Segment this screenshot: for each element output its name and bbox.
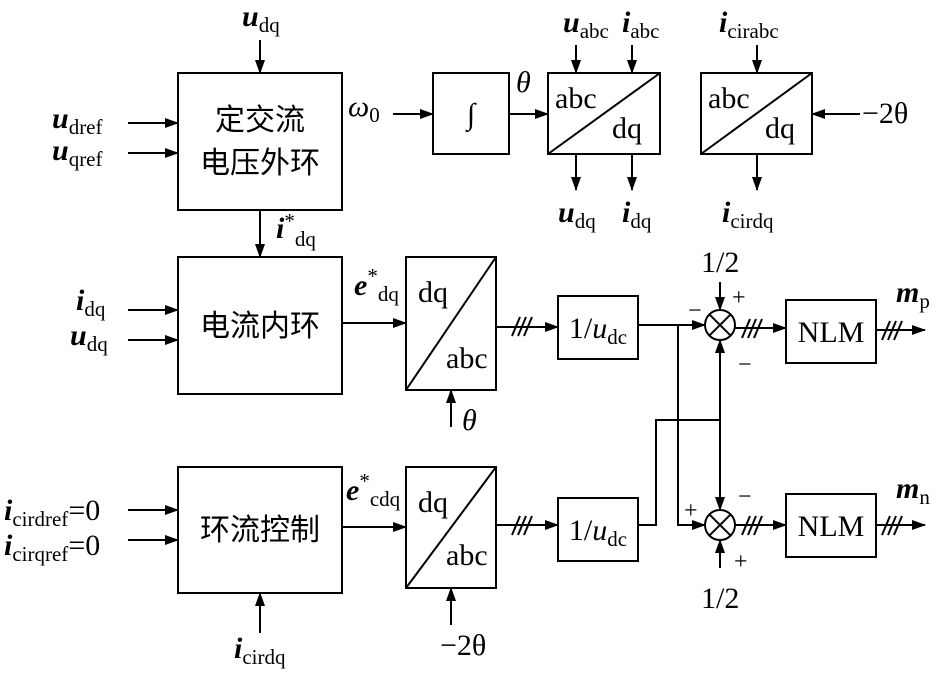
sign-upper-top-plus: + — [732, 285, 746, 311]
label-m-p: mp — [896, 276, 930, 313]
nlm-lower-block: NLM — [785, 493, 877, 558]
circ-control-label: 环流控制 — [200, 513, 320, 548]
circulating-current-control-block: 环流控制 — [177, 466, 343, 594]
summing-junction-lower — [704, 509, 736, 541]
bus-marker-upper-3 — [881, 320, 903, 341]
label-i-dq-in: idq — [76, 284, 106, 321]
label-u-qref: uqref — [52, 134, 103, 171]
bus-marker-lower-2 — [741, 515, 763, 536]
label-u-abc: uabc — [563, 6, 609, 43]
nlm-lower-label: NLM — [798, 510, 865, 543]
gain-lower-block: 1/udc — [557, 497, 639, 562]
dq-abc-upper-top-label: dq — [418, 276, 448, 309]
label-m-n: mn — [896, 472, 930, 509]
dq-abc-transform-upper-block: dq abc — [405, 256, 497, 391]
circ-abc-dq-transform-block: abc dq — [700, 72, 813, 155]
sign-upper-left-minus: − — [688, 298, 702, 324]
dq-abc-lower-top-label: dq — [418, 486, 448, 519]
abc-dq-top-label: abc — [555, 82, 597, 115]
gain-lower-label: 1/udc — [569, 514, 627, 551]
label-e-star-cdq: e*cdq — [346, 469, 401, 511]
summing-junction-upper — [704, 309, 736, 341]
abc-dq-bottom-label: dq — [612, 112, 642, 145]
dq-abc-lower-bottom-label: abc — [446, 539, 488, 572]
label-i-cirqref: icirqref=0 — [4, 529, 100, 566]
integrator-symbol: ∫ — [465, 98, 477, 133]
voltage-outer-loop-block: 定交流 电压外环 — [177, 72, 343, 211]
label-u-dq-out: udq — [558, 196, 596, 233]
label-i-cirdq-in: icirdq — [234, 632, 286, 669]
current-inner-loop-block: 电流内环 — [177, 256, 343, 395]
nlm-upper-label: NLM — [798, 316, 865, 349]
gain-upper-block: 1/udc — [557, 295, 639, 360]
label-half-top: 1/2 — [701, 246, 739, 279]
label-theta: θ — [516, 66, 531, 99]
signal-lines — [128, 40, 926, 633]
sign-lower-bottom-plus: + — [734, 549, 748, 575]
label-theta-feedback: θ — [462, 404, 477, 437]
label-i-cirdq-out: icirdq — [722, 196, 774, 233]
label-omega0: ω0 — [348, 90, 380, 127]
label-i-star-dq: i*dq — [276, 209, 316, 251]
label-u-dq-in: udq — [70, 319, 108, 356]
label-i-dq-out: idq — [622, 196, 652, 233]
label-e-star-dq: e*dq — [354, 264, 399, 306]
sign-lower-top-minus: − — [738, 484, 752, 510]
current-loop-label: 电流内环 — [200, 309, 320, 344]
label-i-abc: iabc — [622, 6, 660, 43]
three-phase-markers — [511, 316, 903, 536]
voltage-loop-label-line2: 电压外环 — [200, 146, 320, 181]
gain-upper-label: 1/udc — [569, 312, 627, 349]
label-half-bottom: 1/2 — [701, 582, 739, 615]
circ-abc-dq-top-label: abc — [708, 82, 750, 115]
circ-abc-dq-bottom-label: dq — [765, 112, 795, 145]
nlm-upper-block: NLM — [785, 299, 877, 364]
dq-abc-upper-bottom-label: abc — [446, 342, 488, 375]
sign-upper-bottom-minus: − — [738, 352, 752, 378]
bus-marker-lower-1 — [511, 515, 533, 536]
label-u-dref: udref — [52, 102, 103, 139]
label-u-dq-top: udq — [242, 0, 280, 37]
label-i-cirdref: icirdref=0 — [4, 494, 100, 531]
label-minus-2theta-top: −2θ — [862, 97, 908, 130]
label-minus-2theta-bottom: −2θ — [440, 629, 486, 662]
sign-lower-left-plus: + — [684, 498, 698, 524]
bus-marker-upper-2 — [741, 318, 763, 339]
dq-abc-transform-lower-block: dq abc — [405, 466, 497, 589]
label-i-cirabc: icirabc — [719, 6, 779, 43]
abc-dq-transform-block: abc dq — [547, 72, 661, 155]
bus-marker-upper-1 — [511, 316, 533, 337]
voltage-loop-label-line1: 定交流 — [215, 103, 305, 138]
bus-marker-lower-3 — [881, 515, 903, 536]
integrator-block: ∫ — [432, 72, 510, 155]
